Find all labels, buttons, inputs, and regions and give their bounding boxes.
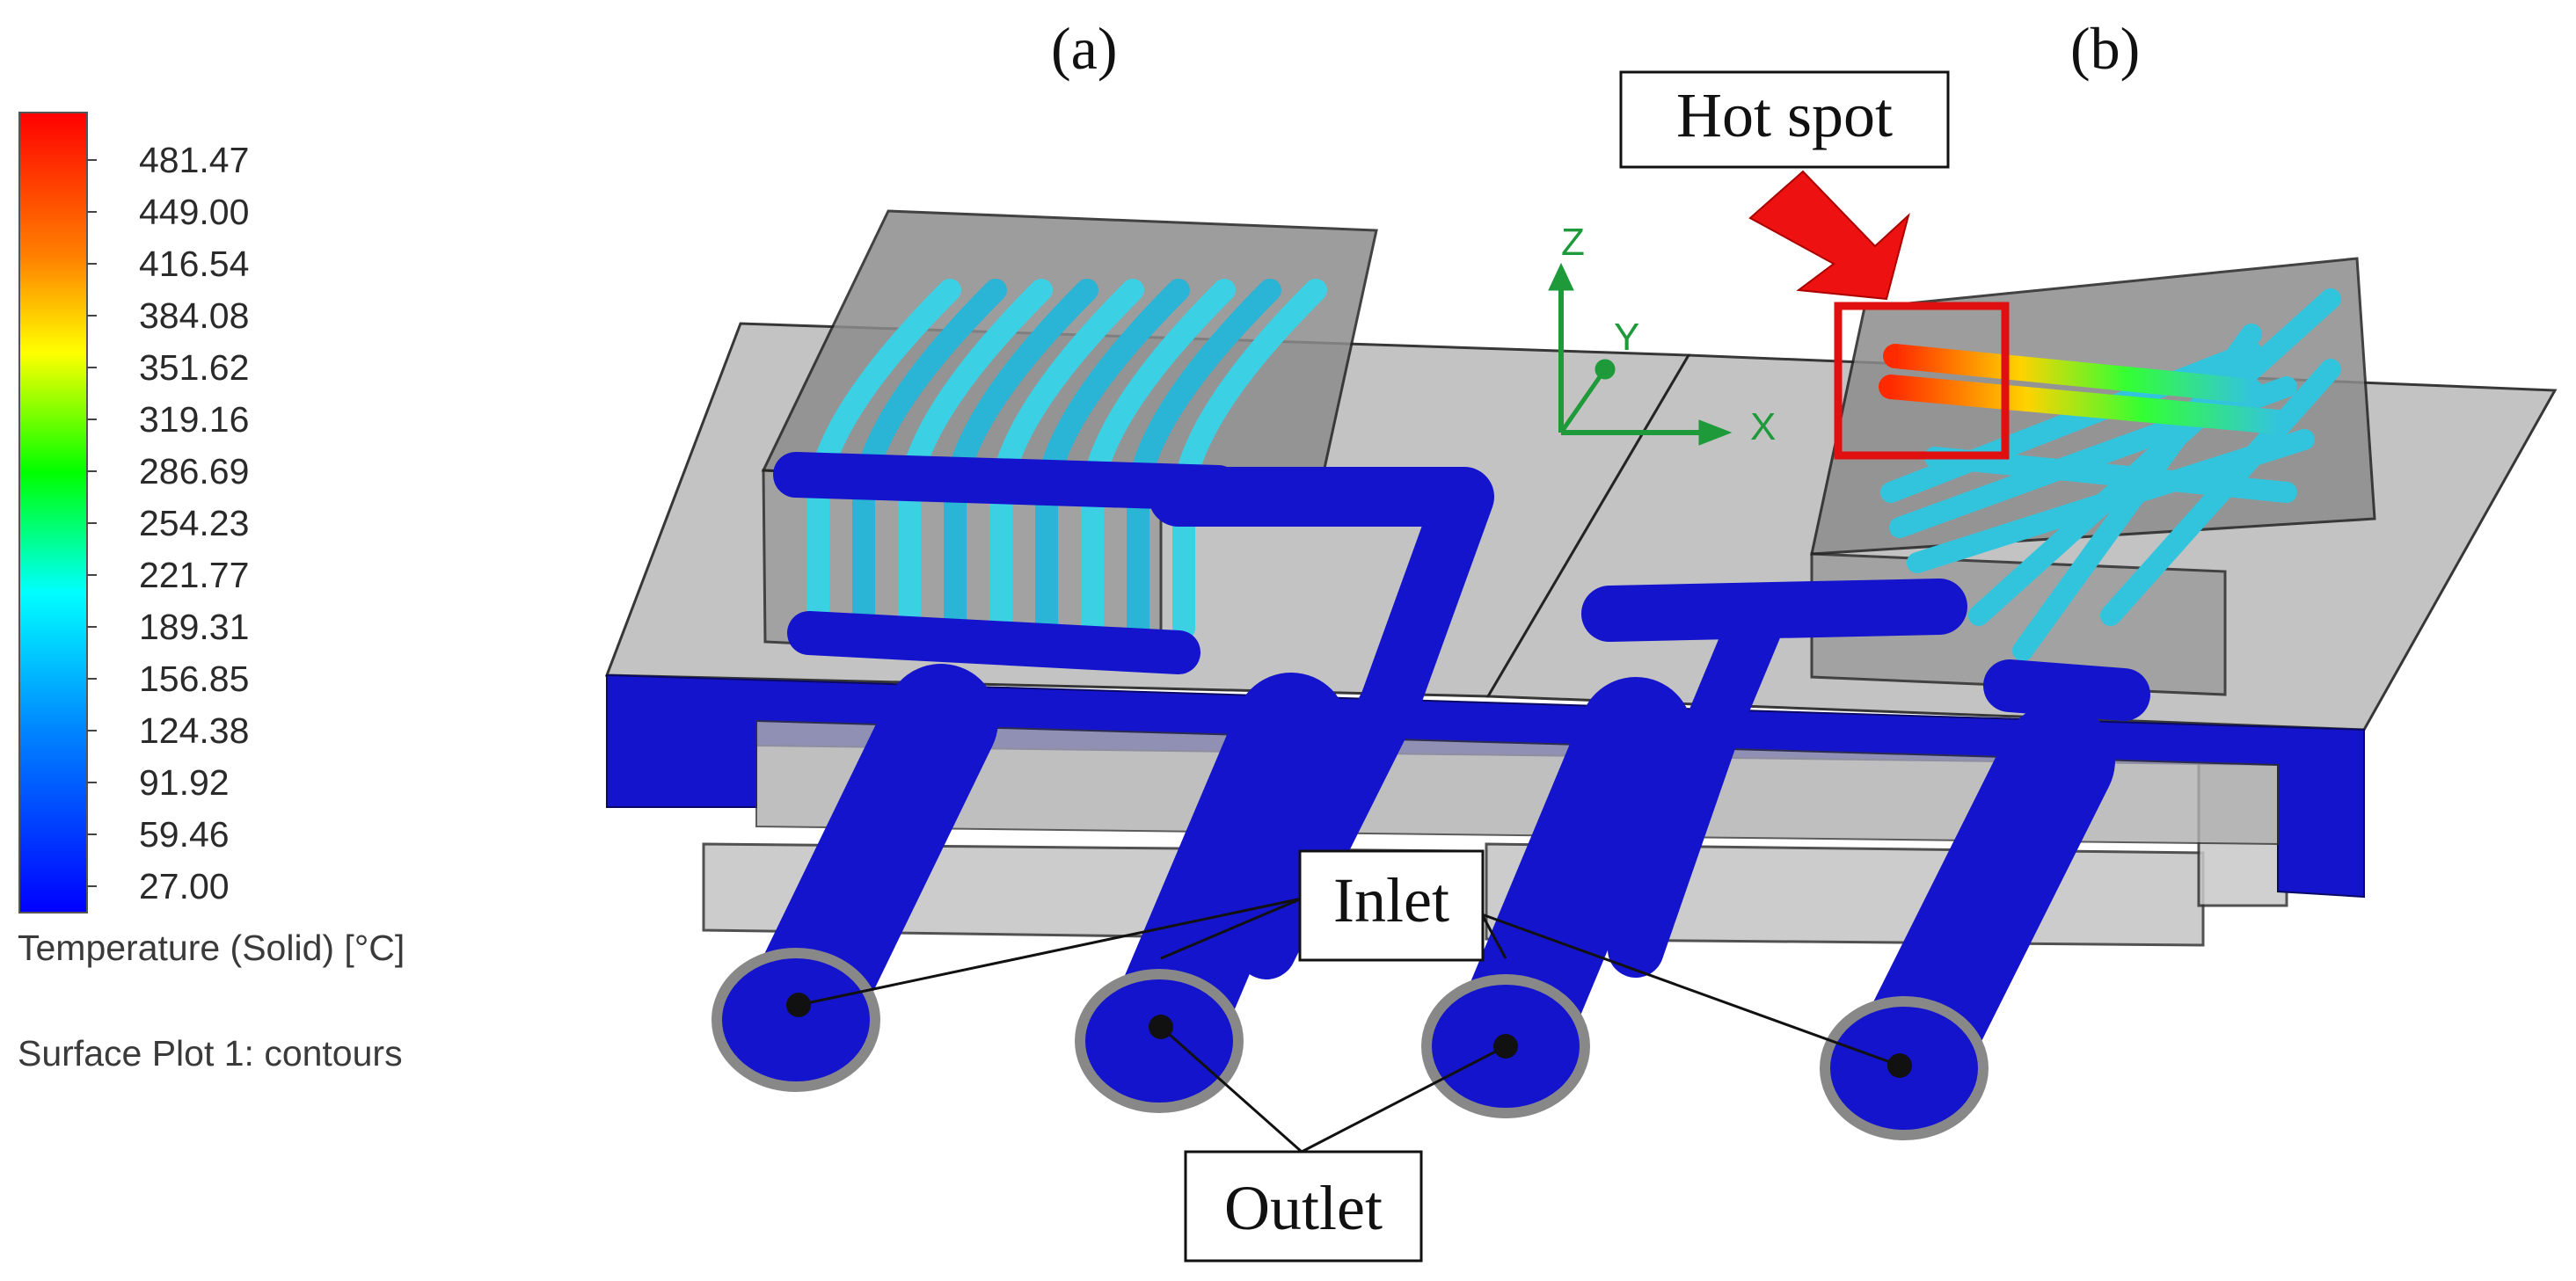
legend-tick-label: 27.00 — [139, 866, 230, 906]
x-axis-label: X — [1750, 405, 1776, 448]
module-b-manifold — [1983, 659, 2150, 721]
legend-tick-label: 124.38 — [139, 710, 249, 751]
pipe-stub-4 — [1820, 703, 2115, 1140]
cooling-assembly — [604, 209, 2558, 1140]
leader-lines — [798, 897, 1901, 1154]
legend-tick-labels: 481.47 449.00 416.54 384.08 351.62 319.16 286.… — [87, 140, 249, 906]
module-a-manifold-top — [773, 452, 1241, 511]
module-a-supply-pipe — [1149, 467, 1494, 979]
module-b-channel — [2100, 359, 2341, 626]
inlet-label: Inlet — [1333, 865, 1449, 935]
hot-spot-label-box — [1619, 70, 1950, 169]
y-axis-line — [1558, 368, 1608, 434]
pipe-stub-1 — [712, 664, 998, 1092]
legend-tick-label: 319.16 — [139, 399, 249, 440]
pipe-stub-2 — [1075, 673, 1348, 1113]
legend-tick-label: 449.00 — [139, 192, 249, 232]
panel-label-a: (a) — [1051, 15, 1117, 82]
legend-tick-label: 59.46 — [139, 814, 230, 855]
base-plate-lower-face — [755, 719, 2279, 846]
legend-quantity-label: Temperature (Solid) [°C] — [18, 928, 405, 968]
legend-tick-label: 481.47 — [139, 140, 249, 180]
module-b-hot-channel-2 — [1879, 375, 2290, 434]
hot-spot-arrow — [1748, 170, 1910, 301]
outlet-label: Outlet — [1224, 1173, 1383, 1243]
legend-tick-label: 254.23 — [139, 503, 249, 543]
outlet-label-box — [1184, 1150, 1423, 1263]
color-legend: 481.47 449.00 416.54 384.08 351.62 319.16 286.… — [18, 112, 405, 1074]
inlet-label-box — [1298, 849, 1485, 962]
z-axis-label: Z — [1561, 221, 1585, 264]
y-axis-marker — [1594, 359, 1616, 380]
legend-tick-label: 384.08 — [139, 295, 249, 336]
legend-tick-label: 351.62 — [139, 347, 249, 388]
hot-spot-label: Hot spot — [1676, 80, 1893, 150]
y-axis-label: Y — [1614, 316, 1639, 359]
hot-spot-highlight-box — [1834, 302, 2010, 460]
legend-tick-label: 286.69 — [139, 451, 249, 491]
module-b-supply-pipe — [1581, 579, 1967, 978]
module-b-hot-channel-1 — [1883, 344, 2264, 404]
x-axis-arrowhead — [1698, 419, 1733, 446]
legend-tick-label: 91.92 — [139, 762, 230, 803]
legend-tick-label: 416.54 — [139, 244, 249, 284]
module-a-manifold-bottom — [787, 611, 1200, 674]
legend-tick-label: 156.85 — [139, 659, 249, 699]
z-axis-arrowhead — [1548, 262, 1574, 291]
legend-tick-label: 221.77 — [139, 555, 249, 595]
legend-plot-label: Surface Plot 1: contours — [18, 1033, 403, 1074]
legend-tick-label: 189.31 — [139, 607, 249, 647]
panel-label-b: (b) — [2070, 15, 2140, 82]
axis-triad — [1548, 262, 1733, 446]
legend-color-bar — [18, 112, 88, 913]
